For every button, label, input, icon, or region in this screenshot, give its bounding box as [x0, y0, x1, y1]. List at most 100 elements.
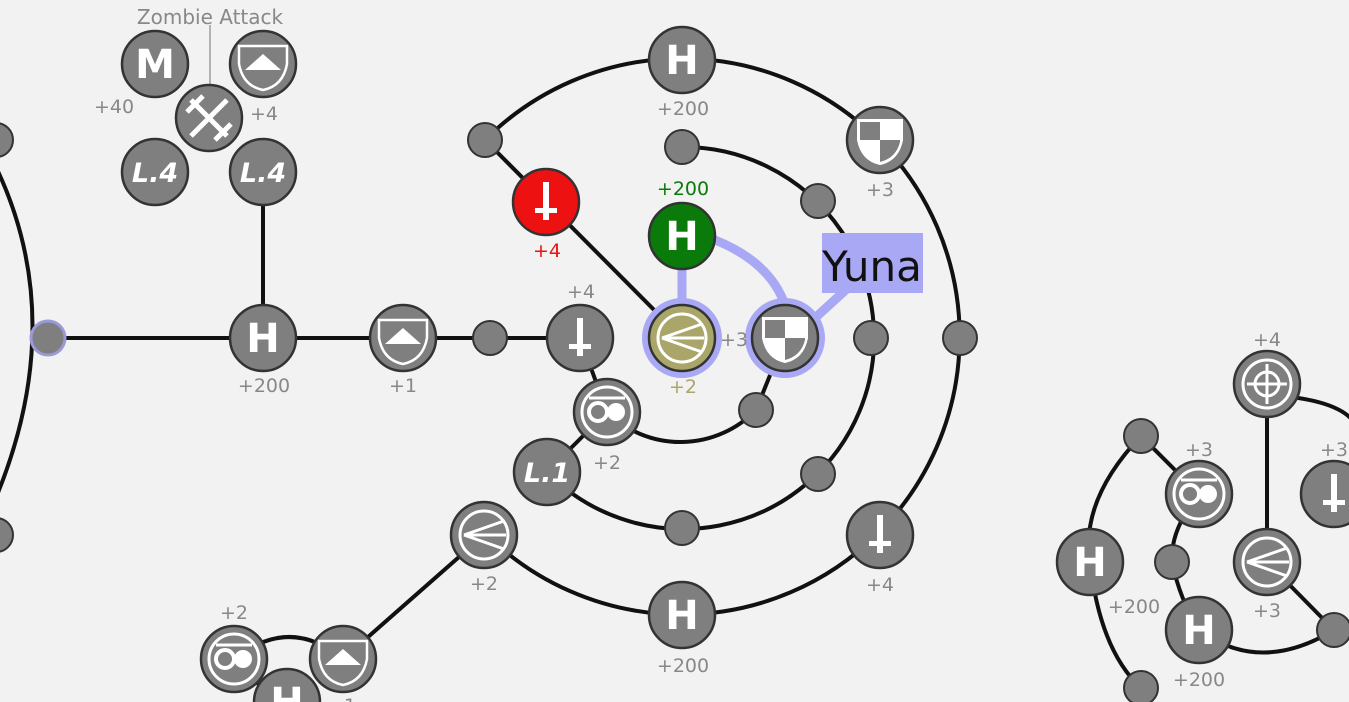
grid-node-magic-defense[interactable] [228, 29, 298, 99]
magic-defense-icon [237, 44, 289, 92]
grid-node-magic[interactable] [1164, 459, 1234, 529]
empty-node[interactable] [1316, 612, 1349, 648]
node-value-label: +3 [720, 329, 748, 351]
grid-node-ability-m[interactable]: M [120, 29, 190, 99]
grid-node-hp[interactable]: H [228, 303, 298, 373]
grid-node-lock-level-4[interactable]: L.4 [228, 137, 298, 207]
strength-icon [569, 318, 591, 356]
empty-node[interactable] [800, 183, 836, 219]
node-disc [1055, 527, 1125, 597]
empty-node[interactable] [1123, 418, 1159, 454]
grid-node-lock-level-1[interactable]: L.1 [512, 437, 582, 507]
node-value-label: +200 [657, 98, 709, 120]
grid-node-lock-level-4[interactable]: L.4 [120, 137, 190, 207]
grid-node-accuracy[interactable] [1232, 349, 1302, 419]
grid-node-strength[interactable] [845, 500, 915, 570]
grid-node-hp[interactable]: H [1164, 595, 1234, 665]
hp-icon: H [665, 38, 698, 84]
magic-icon [580, 385, 634, 439]
grid-node-magic[interactable] [572, 377, 642, 447]
node-disc [228, 303, 298, 373]
node-value-label: +2 [220, 602, 248, 624]
node-disc [120, 29, 190, 99]
empty-node[interactable] [800, 456, 836, 492]
magic-defense-icon [317, 639, 369, 687]
grid-node-strength[interactable] [511, 167, 581, 237]
node-value-label: +200 [238, 375, 290, 397]
empty-node[interactable] [0, 122, 14, 158]
empty-node[interactable] [738, 392, 774, 428]
node-disc [252, 667, 322, 702]
magic-icon [1172, 467, 1226, 521]
node-value-label: +200 [657, 178, 709, 200]
zombie-attack-icon [185, 94, 233, 142]
strength-icon [869, 515, 891, 553]
edge [483, 138, 684, 340]
grid-node-magic[interactable] [199, 624, 269, 694]
grid-node-hp[interactable]: H [647, 201, 717, 271]
strength-icon [535, 182, 557, 220]
node-value-label: +2 [593, 452, 621, 474]
empty-node[interactable] [29, 319, 67, 357]
node-value-label: +200 [1173, 669, 1225, 691]
accuracy-icon [1241, 358, 1293, 410]
grid-node-strength[interactable] [1299, 459, 1349, 529]
defense-icon [762, 317, 808, 364]
hp-icon: H [1182, 608, 1215, 654]
lock-level-4: L.4 [132, 158, 178, 189]
grid-node-hp[interactable]: H [647, 580, 717, 650]
empty-node[interactable] [1123, 670, 1159, 702]
node-value-label: +200 [657, 655, 709, 677]
grid-node-defense[interactable] [845, 105, 915, 175]
grid-node-agility[interactable] [647, 303, 717, 373]
empty-node[interactable] [942, 320, 978, 356]
empty-node[interactable] [664, 510, 700, 546]
agility-icon [1241, 536, 1293, 588]
grid-node-agility[interactable] [449, 500, 519, 570]
grid-node-defense[interactable] [750, 303, 820, 373]
agility-icon [458, 509, 510, 561]
magic-icon [207, 632, 261, 686]
hp-icon: H [665, 214, 698, 260]
group-title: Zombie Attack [137, 5, 284, 29]
empty-nodes [0, 122, 1349, 702]
empty-node[interactable] [853, 320, 889, 356]
grid-node-hp[interactable]: H [647, 25, 717, 95]
empty-node[interactable] [472, 320, 508, 356]
node-disc [512, 437, 582, 507]
magic-defense-icon [377, 318, 429, 366]
node-disc [647, 580, 717, 650]
node-disc [1164, 595, 1234, 665]
empty-node[interactable] [467, 122, 503, 158]
lock-level-1: L.1 [524, 458, 570, 489]
node-disc [647, 25, 717, 95]
node-value-label: 1 [344, 695, 356, 702]
node-value-label: +4 [533, 240, 561, 262]
character-name: Yuna [821, 242, 922, 291]
ability-m: M [135, 42, 175, 88]
grid-node-hp[interactable]: H [252, 667, 322, 702]
empty-node[interactable] [0, 517, 14, 553]
edge [0, 171, 35, 493]
grid-node-agility[interactable] [1232, 527, 1302, 597]
grid-node-magic-defense[interactable] [308, 624, 378, 694]
grid-node-magic-defense[interactable] [368, 303, 438, 373]
strength-icon [1323, 474, 1345, 512]
grid-node-hp[interactable]: H [1055, 527, 1125, 597]
grid-node-zombie-attack[interactable] [174, 83, 244, 153]
character-tag-bg [822, 233, 923, 293]
edge [545, 144, 877, 531]
grid-node-strength[interactable] [545, 303, 615, 373]
node-value-label: +2 [470, 573, 498, 595]
node-value-label: +3 [1185, 439, 1213, 461]
agility-icon [656, 312, 708, 364]
empty-node[interactable] [1154, 544, 1190, 580]
node-disc [647, 201, 717, 271]
node-disc [120, 137, 190, 207]
character-tag[interactable]: Yuna [821, 233, 923, 293]
empty-node[interactable] [664, 129, 700, 165]
node-value-label: +3 [866, 179, 894, 201]
hp-icon: H [665, 593, 698, 639]
node-value-label: +2 [669, 376, 697, 398]
